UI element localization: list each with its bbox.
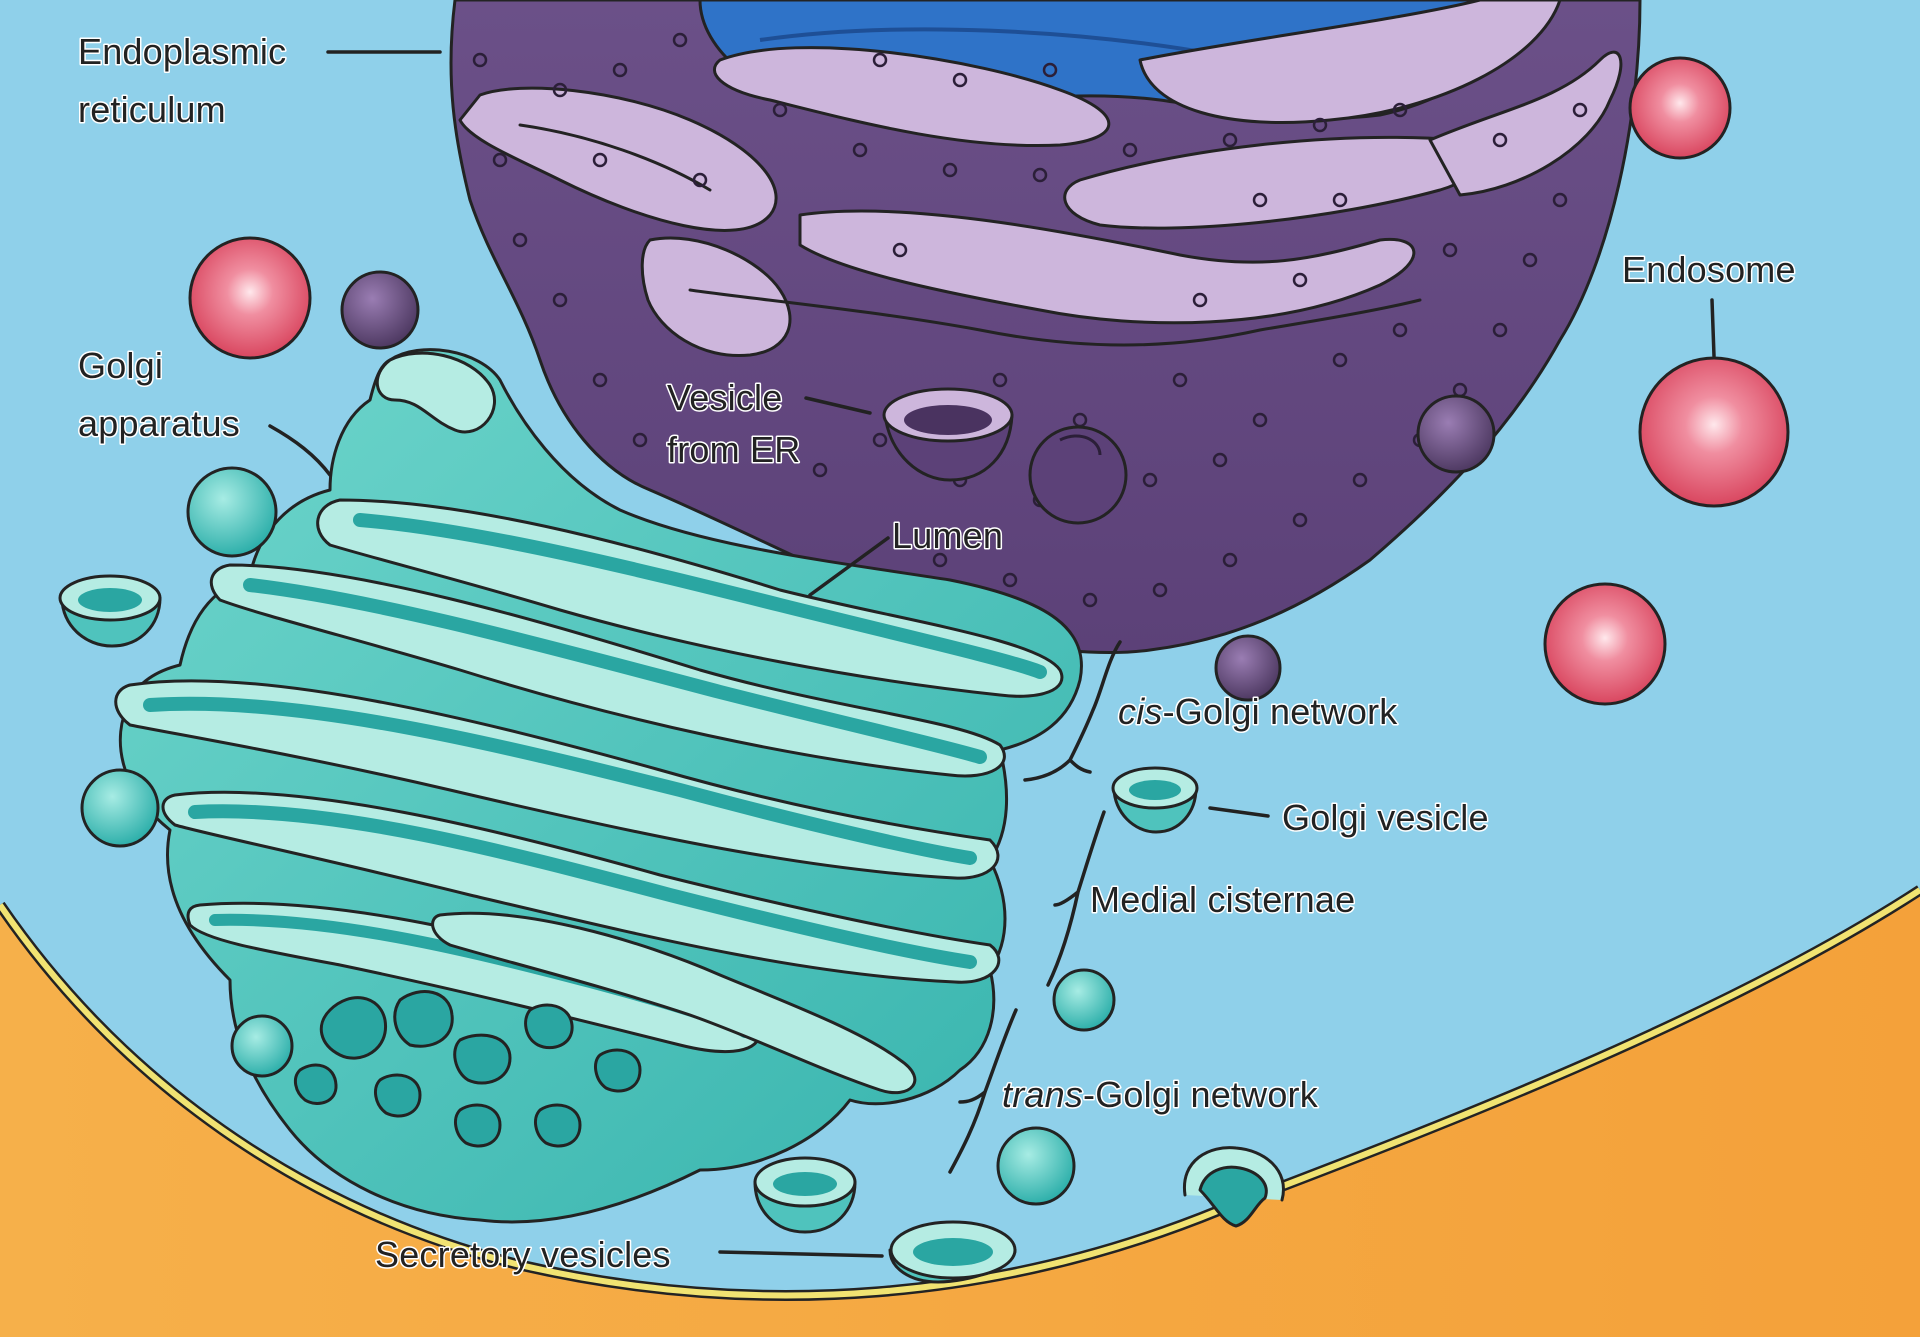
label-secretory-vesicles: Secretory vesicles xyxy=(375,1234,671,1275)
endosome-4 xyxy=(1545,584,1665,704)
label-vesicle-er-line1: Vesicle xyxy=(667,377,782,418)
label-vesicle-er-line2: from ER xyxy=(667,429,800,470)
label-er-line1: Endoplasmic xyxy=(78,31,286,72)
label-cis-golgi: cis-Golgi network xyxy=(1118,691,1398,732)
label-golgi-vesicle: Golgi vesicle xyxy=(1282,797,1489,838)
label-endosome: Endosome xyxy=(1622,249,1796,290)
label-trans-suffix: -Golgi network xyxy=(1083,1074,1319,1115)
label-cis-suffix: -Golgi network xyxy=(1163,691,1399,732)
label-lumen: Lumen xyxy=(892,515,1003,556)
er-bud xyxy=(1030,427,1126,523)
label-medial-cisternae: Medial cisternae xyxy=(1090,879,1355,920)
label-golgi-line1: Golgi xyxy=(78,345,163,386)
label-cis-prefix: cis xyxy=(1118,691,1163,732)
label-er-line2: reticulum xyxy=(78,89,226,130)
endosome-3 xyxy=(1640,358,1788,506)
label-trans-prefix: trans xyxy=(1002,1074,1083,1115)
endosome-1 xyxy=(190,238,310,358)
purple-vesicle-2 xyxy=(1418,396,1494,472)
endosome-2 xyxy=(1630,58,1730,158)
label-trans-golgi: trans-Golgi network xyxy=(1002,1074,1319,1115)
purple-vesicle-1 xyxy=(342,272,418,348)
label-golgi-line2: apparatus xyxy=(78,403,240,444)
